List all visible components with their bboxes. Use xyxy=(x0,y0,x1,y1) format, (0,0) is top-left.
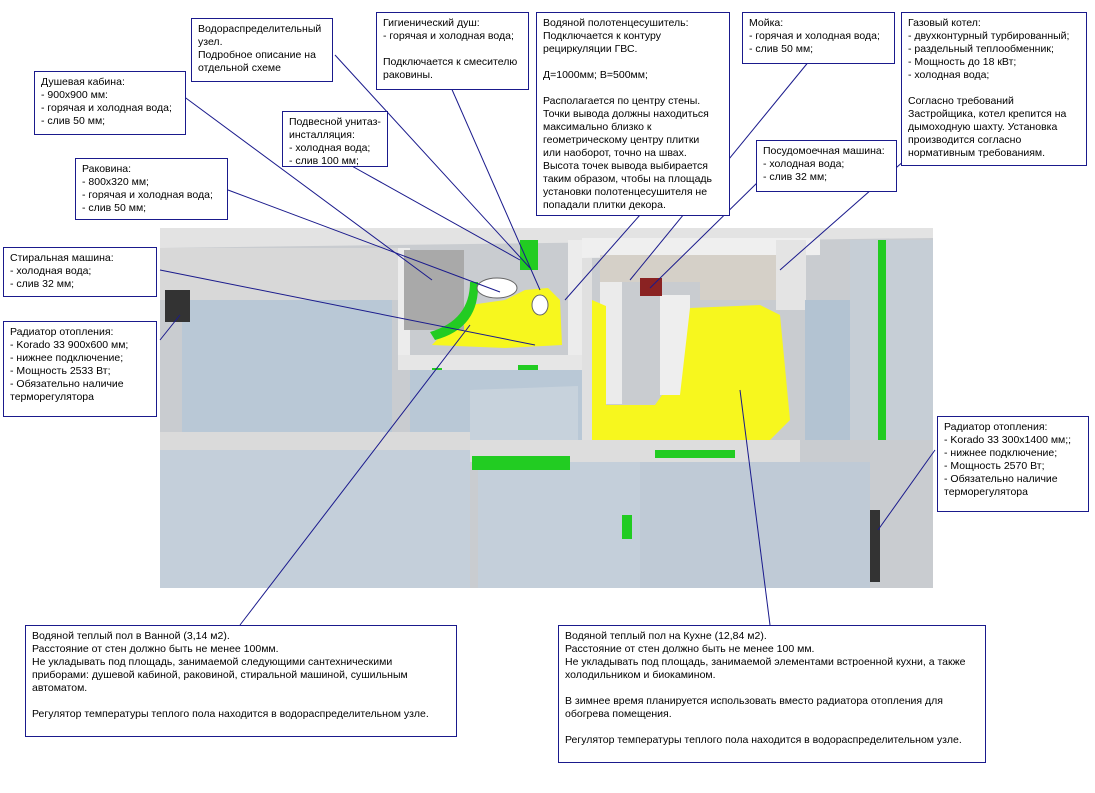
callout-dishwasher: Посудомоечная машина: - холодная вода; -… xyxy=(756,140,897,192)
room-left xyxy=(182,300,392,432)
callout-gas-boiler: Газовый котел: - двухконтурный турбирова… xyxy=(901,12,1087,166)
bathroom-wall-right xyxy=(568,240,582,365)
left-wall-top xyxy=(160,248,398,300)
bathroom-heated-floor xyxy=(432,288,562,348)
radiator-left-shape xyxy=(165,290,190,322)
callout-water-distribution: Водораспределительный узел. Подробное оп… xyxy=(191,18,333,82)
callout-floor-bath: Водяной теплый пол в Ванной (3,14 м2). Р… xyxy=(25,625,457,737)
washbasin xyxy=(476,277,518,299)
callout-radiator-left: Радиатор отопления: - Korado 33 900х600 … xyxy=(3,321,157,417)
shower-cabin xyxy=(404,250,464,330)
corridor-green xyxy=(472,456,570,470)
right-green-wall xyxy=(878,240,886,440)
room-right xyxy=(805,300,850,440)
radiator-right-shape xyxy=(870,510,880,582)
room-bottom-left xyxy=(160,450,470,588)
kitchen-green-strip xyxy=(655,450,735,458)
room-bottom-middle xyxy=(478,462,640,588)
callout-hygienic-shower: Гигиенический душ: - горячая и холодная … xyxy=(376,12,529,90)
bottom-small-green xyxy=(622,515,632,539)
kitchen-cabinets-top xyxy=(600,255,780,300)
kitchen-back-wall xyxy=(582,238,820,258)
callout-floor-kitchen: Водяной теплый пол на Кухне (12,84 м2). … xyxy=(558,625,986,763)
top-wall xyxy=(160,228,933,248)
kitchen-side-wall xyxy=(582,258,592,455)
bathroom-wall-bottom xyxy=(398,355,582,370)
callout-kitchen-sink: Мойка: - горячая и холодная вода; - слив… xyxy=(742,12,895,64)
left-wall-bottom xyxy=(160,432,470,450)
leader-lines xyxy=(159,54,936,626)
callout-shower-cabin: Душевая кабина: - 900х900 мм: - горячая … xyxy=(34,71,186,135)
room-bottom-right xyxy=(640,462,870,588)
kitchen-heated-floor xyxy=(592,300,790,452)
callout-washbasin: Раковина: - 800х320 мм; - горячая и холо… xyxy=(75,158,228,220)
callout-washing-machine: Стиральная машина: - холодная вода; - сл… xyxy=(3,247,157,297)
callout-toilet: Подвесной унитаз- инсталляция: - холодна… xyxy=(282,111,388,167)
toilet xyxy=(531,294,549,316)
corridor-floor xyxy=(470,386,578,456)
callout-radiator-right: Радиатор отопления: - Korado 33 300х1400… xyxy=(937,416,1089,512)
room-right-far xyxy=(850,240,933,440)
callout-towel-warmer: Водяной полотенцесушитель: Подключается … xyxy=(536,12,730,216)
